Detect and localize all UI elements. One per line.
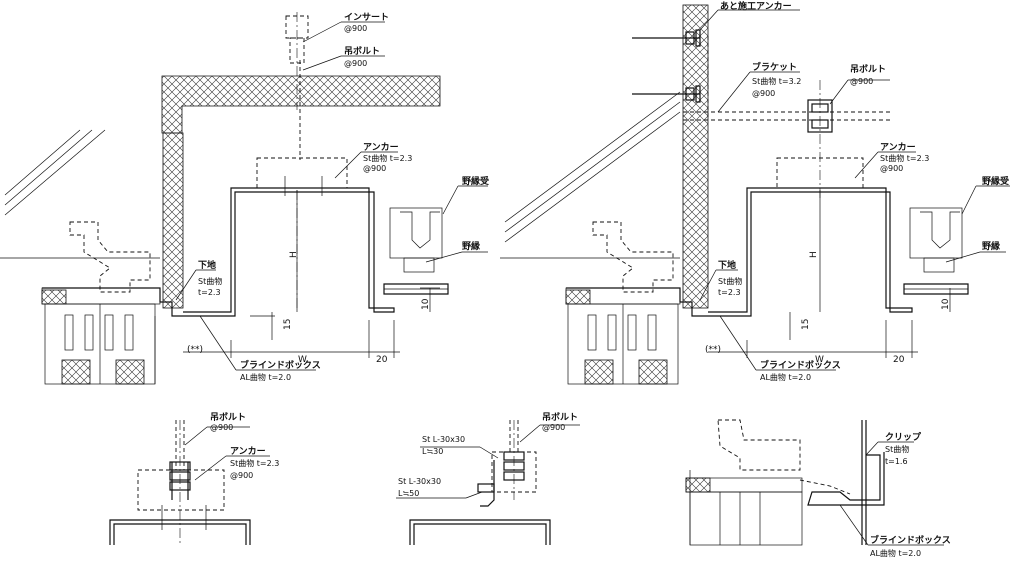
blind-box-spec-label-right: AL曲物 t=2.0 [760, 372, 811, 382]
blind-box-spec-label-b3: AL曲物 t=2.0 [870, 548, 921, 558]
bracket-spec-label: St曲物 t=3.2 [752, 76, 801, 86]
left-dimensions [183, 190, 440, 358]
anchor-pitch-label: @900 [363, 164, 386, 173]
nobuchi-label: 野縁 [462, 240, 480, 252]
post-anchors [632, 29, 701, 103]
shitaji-bent-plate-right [708, 187, 913, 317]
ceiling-slab [161, 75, 441, 134]
wall-column [162, 132, 184, 309]
bolt-nut-1 [169, 461, 191, 500]
shitaji-t-label-right: t=2.3 [718, 288, 741, 297]
anchor-label: アンカー [363, 142, 399, 153]
glazing-lines [4, 129, 106, 216]
insert-label: インサート [344, 12, 389, 23]
hanger-bolt-pitch-label: @900 [344, 59, 367, 68]
dim-15-left: 15 [283, 319, 293, 330]
hanger-bolt-label-b1: 吊ボルト [210, 411, 246, 423]
blind-box-label: ブラインドボックス [240, 359, 321, 371]
nobuchi-assembly-right [903, 207, 969, 295]
shitaji-bent-plate [183, 187, 395, 317]
left-detail [0, 12, 488, 385]
shitaji-label: 下地 [198, 259, 216, 271]
anchor-plate-right [776, 157, 864, 189]
bracket-label: ブラケット [752, 61, 797, 73]
bracket [683, 36, 890, 121]
dim-h-left: H [289, 251, 299, 258]
clip-profile [807, 452, 885, 506]
bolt-nut-2 [503, 451, 525, 481]
anchor-spec-label-b1: St曲物 t=2.3 [230, 458, 279, 468]
shitaji-label-right: 下地 [718, 259, 736, 271]
anchor-spec-label: St曲物 t=2.3 [363, 153, 412, 163]
anchor-plate [256, 157, 348, 189]
bottom-detail-3 [685, 419, 944, 546]
blind-motor [69, 221, 151, 293]
angle-b-len-label: L≒50 [398, 489, 419, 498]
bottom-detail-2 [396, 420, 580, 545]
anchor-spec-label-right: St曲物 t=2.3 [880, 153, 929, 163]
hanger-bolt-label-right: 吊ボルト [850, 63, 886, 75]
bottom-detail-1 [109, 420, 270, 545]
angle-a-label: St L-30x30 [422, 435, 465, 444]
nobuchi-label-right: 野縁 [982, 240, 1000, 252]
dim-15-right: 15 [801, 319, 811, 330]
dim-20-left: 20 [376, 355, 388, 365]
left-leaders [175, 21, 488, 371]
dim-w-left: W [298, 355, 307, 365]
note-mark-right: (**) [705, 345, 721, 355]
window-frame [44, 303, 156, 385]
insert-and-hanger-bolt [285, 12, 309, 160]
shitaji-spec-label: St曲物 [198, 276, 222, 286]
shitaji-t-label: t=2.3 [198, 288, 221, 297]
hanger-bolt-label-b2: 吊ボルト [542, 411, 578, 423]
blind-motor-b3 [717, 419, 801, 471]
anchor-pitch-label-b1: @900 [230, 471, 253, 480]
right-leaders [699, 9, 1010, 371]
dim-20-right: 20 [893, 355, 905, 365]
hanger-bolt-pitch-label-b1: @900 [210, 423, 233, 432]
dim-w-right: W [815, 355, 824, 365]
glazing-lines-right [504, 91, 681, 243]
clip-spec-label: St曲物 [885, 444, 909, 454]
nobuchi-assembly [383, 207, 449, 295]
dim-10-right: 10 [941, 298, 951, 310]
wall-column-right [682, 4, 709, 309]
anchor-pitch-label-right: @900 [880, 164, 903, 173]
post-anchor-label: あと施工アンカー [720, 0, 792, 12]
dim-10-left: 10 [421, 298, 431, 310]
clip-t-label: t=1.6 [885, 457, 908, 466]
nobuchi-uke-label-right: 野縁受 [982, 175, 1009, 187]
angle-b-label: St L-30x30 [398, 477, 441, 486]
note-mark-left: (**) [187, 345, 203, 355]
window-frame-right [567, 303, 679, 385]
bracket-pitch-label: @900 [752, 89, 775, 98]
hanger-bolt-pitch-label-right: @900 [850, 77, 873, 86]
anchor-label-b1: アンカー [230, 446, 266, 457]
right-dimensions [708, 190, 951, 358]
blind-box-spec-label: AL曲物 t=2.0 [240, 372, 291, 382]
bracket-bolt [807, 80, 833, 200]
nobuchi-uke-label: 野縁受 [462, 175, 489, 187]
blind-motor-right [592, 221, 674, 293]
angle-a-len-label: L≒30 [422, 447, 443, 456]
hanger-bolt-label: 吊ボルト [344, 45, 380, 57]
blind-box-label-right: ブラインドボックス [760, 359, 841, 371]
shitaji-spec-label-right: St曲物 [718, 276, 742, 286]
insert-pitch-label: @900 [344, 24, 367, 33]
anchor-label-right: アンカー [880, 142, 916, 153]
hanger-bolt-pitch-label-b2: @900 [542, 423, 565, 432]
clip-label: クリップ [885, 431, 922, 443]
blind-box-label-b3: ブラインドボックス [870, 534, 951, 546]
dim-h-right: H [809, 251, 819, 258]
right-detail [500, 4, 1010, 385]
